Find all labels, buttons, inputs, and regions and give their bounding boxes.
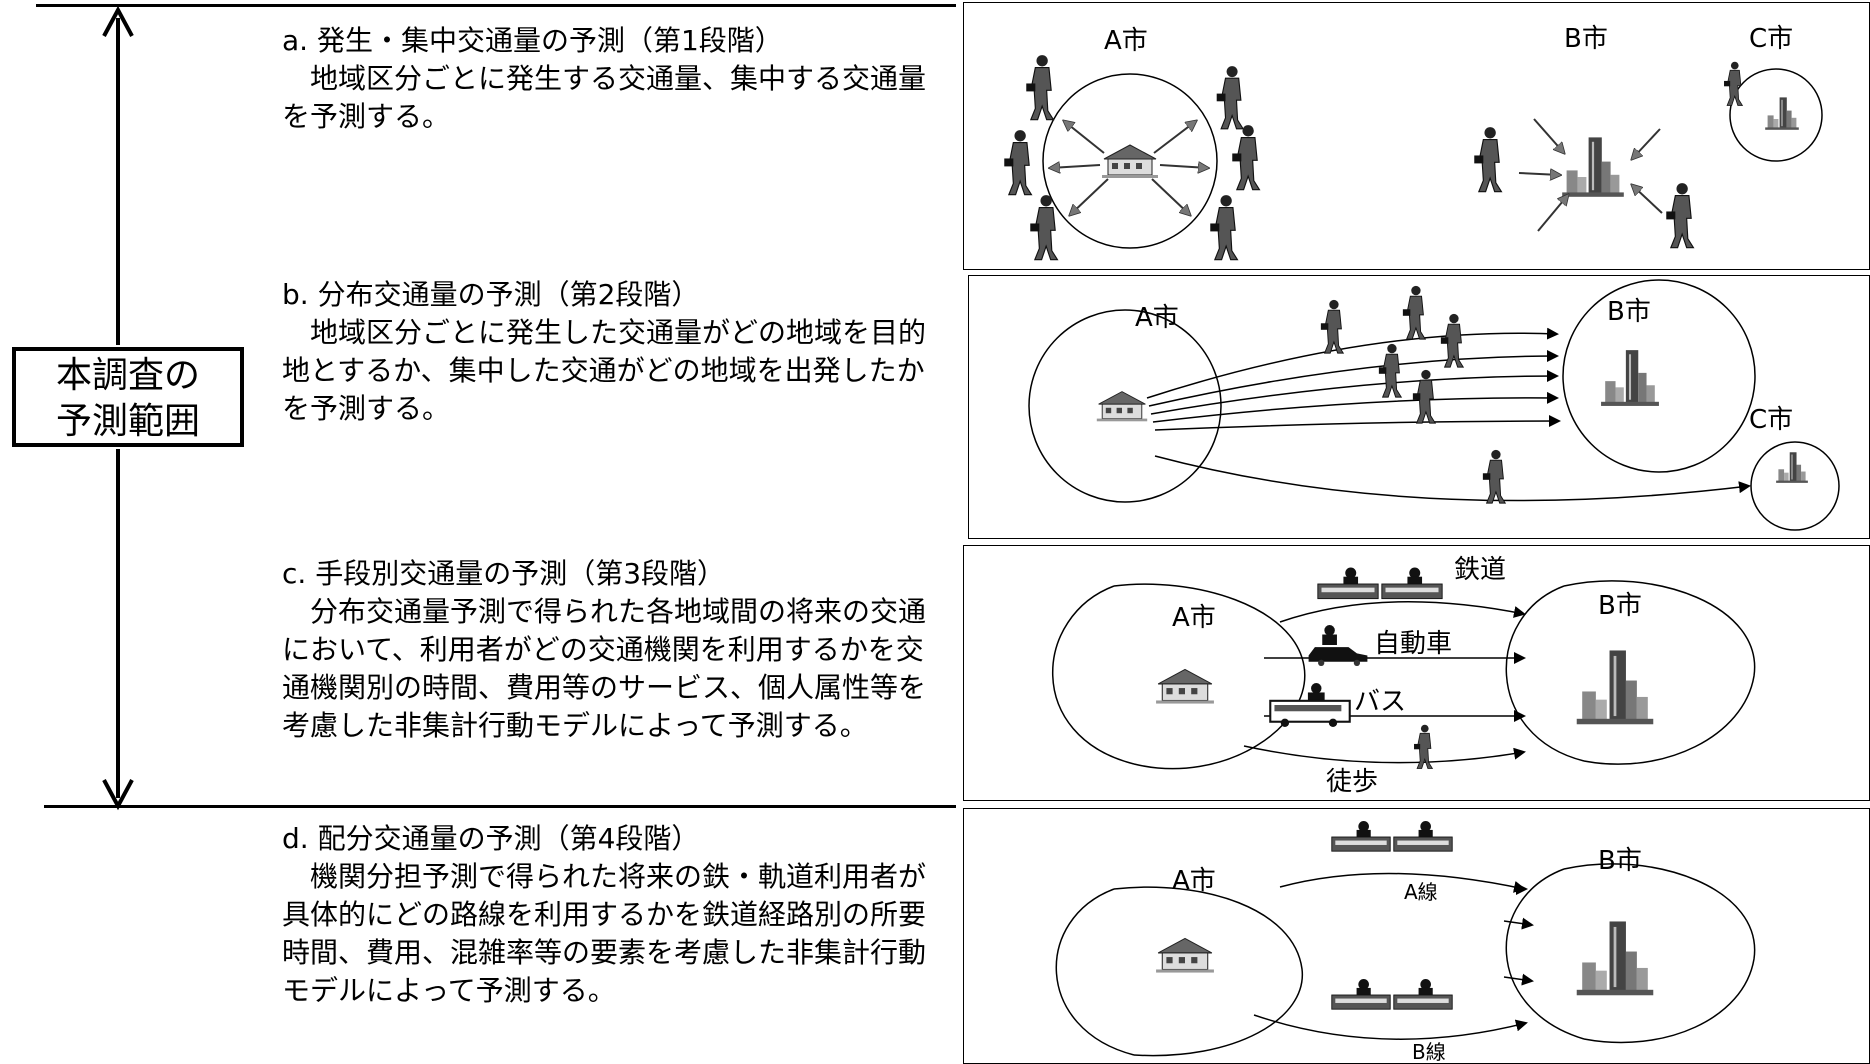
scope-label-line-1: 本調査の	[55, 355, 200, 396]
walking-person-icon	[1473, 126, 1503, 193]
building-icon	[1576, 650, 1654, 725]
step-d-text: d. 配分交通量の予測（第4段階） 機関分担予測で得られた将来の鉄・軌道利用者が…	[282, 820, 942, 1010]
walking-person-icon	[1209, 194, 1239, 261]
train-icon	[1331, 978, 1453, 1010]
panel-c-mode-walk: 徒歩	[1326, 767, 1378, 797]
panel-c-city-b: B市	[1598, 591, 1642, 621]
building-icon	[1601, 350, 1659, 406]
panel-a-generation: A市 B市 C市	[963, 2, 1870, 270]
building-icon	[1765, 97, 1799, 130]
walking-person-icon	[1665, 182, 1695, 249]
arrow-icon	[1146, 327, 1751, 502]
panel-b-distribution: A市 B市 C市	[968, 275, 1870, 539]
arrow-icon	[1253, 872, 1534, 1040]
walking-person-icon	[1003, 129, 1033, 196]
step-a-body: 地域区分ごとに発生する交通量、集中する交通量を予測する。	[282, 62, 927, 133]
walking-person-icon	[1025, 54, 1055, 121]
walking-person-icon	[1231, 124, 1261, 191]
scope-bottom-line	[44, 805, 956, 808]
panel-c-mode-bus: バス	[1354, 687, 1406, 717]
car-icon	[1308, 625, 1368, 666]
building-icon	[1776, 452, 1808, 483]
scope-label-line-2: 予測範囲	[55, 401, 200, 442]
panel-d-line-a: A線	[1404, 880, 1438, 904]
step-b-text: b. 分布交通量の予測（第2段階） 地域区分ごとに発生した交通量がどの地域を目的…	[282, 276, 942, 428]
step-d-heading: d. 配分交通量の予測（第4段階）	[282, 822, 700, 855]
building-icon	[1576, 921, 1654, 996]
building-icon	[1562, 137, 1624, 197]
panel-c-city-a: A市	[1172, 603, 1216, 633]
walking-person-icon	[1029, 194, 1059, 261]
train-icon	[1317, 567, 1443, 600]
panel-d-line-b: B線	[1412, 1040, 1446, 1064]
panel-c-mode-car: 自動車	[1374, 629, 1452, 659]
panel-a-city-a: A市	[1104, 26, 1148, 56]
step-b-body: 地域区分ごとに発生した交通量がどの地域を目的地とするか、集中した交通がどの地域を…	[282, 316, 927, 425]
scope-top-line	[36, 4, 956, 7]
panel-a-city-c: C市	[1749, 24, 1793, 54]
walking-person-icon	[1482, 449, 1506, 504]
step-c-heading: c. 手段別交通量の予測（第3段階）	[282, 557, 726, 590]
house-icon	[1101, 144, 1159, 179]
step-a-heading: a. 発生・集中交通量の予測（第1段階）	[282, 24, 783, 57]
prediction-scope-label: 本調査の 予測範囲	[12, 347, 244, 447]
panel-d-city-b: B市	[1598, 846, 1642, 876]
panel-d-city-a: A市	[1172, 866, 1216, 896]
house-icon	[1096, 391, 1148, 422]
step-b-heading: b. 分布交通量の予測（第2段階）	[282, 278, 700, 311]
step-a-text: a. 発生・集中交通量の予測（第1段階） 地域区分ごとに発生する交通量、集中する…	[282, 22, 942, 136]
step-c-body: 分布交通量予測で得られた各地域間の将来の交通において、利用者がどの交通機関を利用…	[282, 595, 927, 742]
scope-arrow	[102, 5, 134, 811]
house-icon	[1155, 668, 1215, 705]
arrow-icon	[1243, 601, 1526, 764]
walking-person-icon	[1216, 65, 1244, 130]
step-d-body: 機関分担予測で得られた将来の鉄・軌道利用者が具体的にどの路線を利用するかを鉄道経…	[282, 860, 927, 1007]
walking-person-icon	[1723, 61, 1743, 106]
panel-c-mode-choice: A市 B市 鉄道 自動車 バス 徒歩	[963, 545, 1870, 801]
panel-d-assignment: A市 B市 A線 B線	[963, 808, 1870, 1064]
walking-person-icon	[1378, 343, 1402, 398]
panel-a-city-b: B市	[1564, 24, 1608, 54]
arrow-icon	[1050, 121, 1208, 215]
panel-b-city-b: B市	[1607, 297, 1651, 327]
house-icon	[1155, 937, 1215, 974]
panel-b-city-c: C市	[1749, 405, 1793, 435]
bus-icon	[1269, 682, 1351, 728]
walking-person-icon	[1402, 285, 1426, 340]
panel-b-city-a: A市	[1135, 303, 1179, 333]
train-icon	[1331, 820, 1453, 852]
arrow-icon	[1518, 118, 1663, 232]
walking-person-icon	[1320, 299, 1344, 354]
walking-person-icon	[1412, 369, 1436, 424]
step-c-text: c. 手段別交通量の予測（第3段階） 分布交通量予測で得られた各地域間の将来の交…	[282, 555, 942, 745]
panel-c-mode-rail: 鉄道	[1454, 555, 1506, 585]
